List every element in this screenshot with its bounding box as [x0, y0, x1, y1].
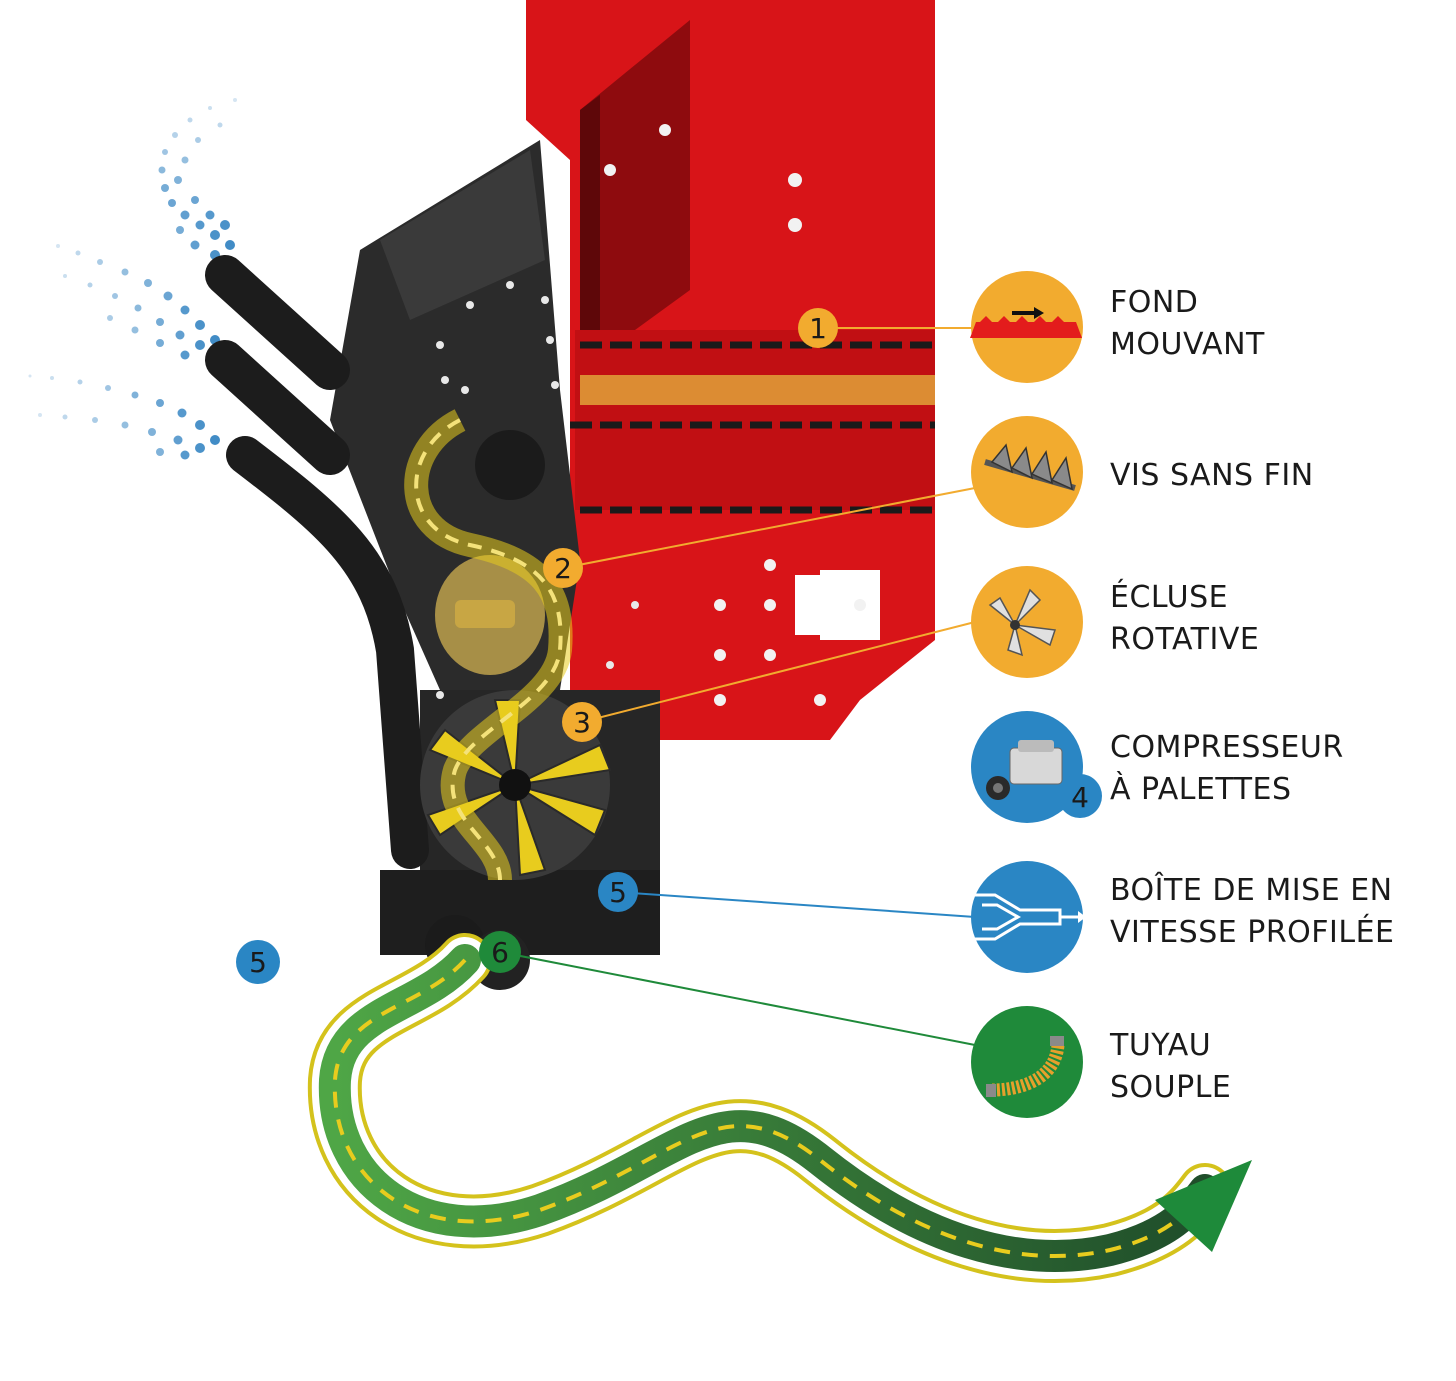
marker-5-side: 5: [236, 940, 280, 984]
legend-text: VITESSE PROFILÉE: [1110, 915, 1395, 950]
air-flow-dots: [28, 98, 237, 460]
legend-icon-5: [971, 861, 1086, 973]
svg-text:5: 5: [249, 946, 267, 979]
legend-label-5: BOÎTE DE MISE EN VITESSE PROFILÉE: [1110, 870, 1395, 954]
leader-lines: [499, 327, 976, 1046]
legend-text: VIS SANS FIN: [1110, 458, 1314, 493]
legend-label-2: VIS SANS FIN: [1110, 455, 1314, 497]
legend-text: BOÎTE DE MISE EN: [1110, 873, 1393, 908]
svg-text:4: 4: [1071, 781, 1089, 814]
marker-1: 1: [798, 308, 838, 348]
legend-text: MOUVANT: [1110, 327, 1265, 362]
legend-icon-6: [971, 1006, 1083, 1118]
svg-text:3: 3: [573, 706, 591, 739]
legend-label-4: COMPRESSEUR À PALETTES: [1110, 727, 1344, 811]
legend-text: ÉCLUSE: [1110, 580, 1229, 615]
flexible-hose-path: [307, 933, 1252, 1283]
legend-text: TUYAU: [1110, 1028, 1212, 1063]
air-pipes: [205, 255, 429, 869]
marker-3: 3: [562, 702, 602, 742]
svg-text:6: 6: [491, 936, 509, 969]
legend-icon-2: [971, 416, 1083, 528]
legend-icon-1: [970, 271, 1083, 383]
marker-5-outlet: 5: [598, 872, 638, 912]
legend-icon-4: [971, 711, 1083, 823]
svg-text:2: 2: [554, 552, 572, 585]
legend-text: COMPRESSEUR: [1110, 730, 1344, 765]
marker-2: 2: [543, 548, 583, 588]
marker-6: 6: [479, 931, 521, 973]
legend-icon-3: [971, 566, 1083, 678]
legend-text: ROTATIVE: [1110, 622, 1260, 657]
hopper-body: [526, 0, 935, 740]
product-flow-path: [404, 409, 573, 882]
legend-label-3: ÉCLUSE ROTATIVE: [1110, 577, 1259, 661]
svg-text:1: 1: [809, 312, 827, 345]
legend-text: SOUPLE: [1110, 1070, 1232, 1105]
legend-label-1: FOND MOUVANT: [1110, 282, 1265, 366]
legend-text: À PALETTES: [1110, 772, 1292, 807]
legend-text: FOND: [1110, 285, 1199, 320]
svg-text:5: 5: [609, 876, 627, 909]
marker-4: 4: [1058, 774, 1102, 818]
legend-label-6: TUYAU SOUPLE: [1110, 1025, 1231, 1109]
